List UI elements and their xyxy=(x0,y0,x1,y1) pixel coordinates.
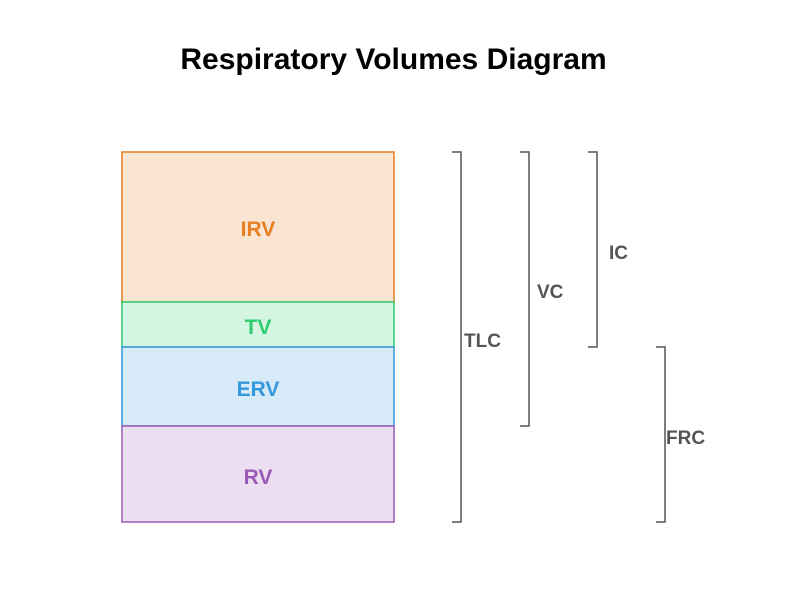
vc-label: VC xyxy=(537,282,564,303)
tlc-label: TLC xyxy=(464,331,501,352)
capacity-brackets xyxy=(452,151,666,523)
rv-label: RV xyxy=(244,466,273,489)
frc-label: FRC xyxy=(666,428,705,449)
irv-block xyxy=(121,151,395,303)
ic-label: IC xyxy=(609,243,628,264)
irv-label: IRV xyxy=(241,218,276,241)
tv-label: TV xyxy=(245,316,272,339)
tlc-bracket xyxy=(452,151,462,523)
erv-block xyxy=(121,346,395,427)
diagram-title: Respiratory Volumes Diagram xyxy=(180,43,607,76)
tv-block xyxy=(121,301,395,348)
frc-bracket xyxy=(656,346,666,523)
ic-bracket xyxy=(588,151,598,348)
vc-bracket xyxy=(520,151,530,427)
volume-blocks: IRV TV ERV RV xyxy=(121,151,395,523)
rv-block xyxy=(121,425,395,523)
erv-label: ERV xyxy=(237,378,280,401)
capacity-labels: TLC VC IC FRC xyxy=(464,243,705,449)
